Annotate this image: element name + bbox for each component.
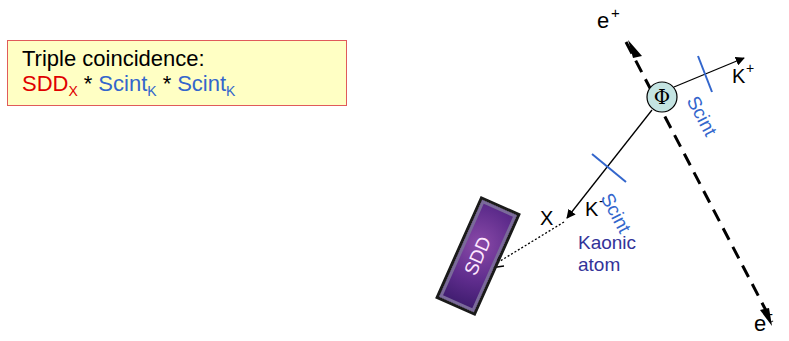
particle-label: K — [585, 199, 598, 219]
beam-arrowhead — [628, 40, 642, 58]
charge-superscript: - — [768, 306, 773, 321]
xray-label: X — [540, 208, 553, 228]
subscript: K — [147, 84, 156, 99]
particle-label: e — [597, 10, 609, 32]
formula-term: Scint — [177, 72, 226, 95]
formula-term: * — [84, 72, 93, 95]
beam-line — [626, 42, 772, 322]
charge-superscript: + — [746, 61, 754, 75]
formula-term: Scint — [98, 72, 147, 95]
sdd-detector: SDD — [435, 196, 521, 316]
circle-shape — [647, 82, 677, 112]
coincidence-formula: SDDX*ScintK*ScintK — [22, 72, 334, 99]
detector-label: SDD — [460, 233, 496, 279]
formula-term: SDD — [22, 72, 68, 95]
subscript: K — [226, 84, 235, 99]
formula-term: * — [163, 72, 172, 95]
scintillator-label: Scint — [598, 190, 635, 236]
kaonic-atom-label: Kaonic atom — [578, 232, 658, 276]
particle-label: e — [754, 313, 766, 335]
subscript: X — [68, 84, 77, 99]
phi-meson-circle: Φ — [646, 81, 678, 113]
box-heading: Triple coincidence: — [22, 47, 334, 70]
charge-superscript: + — [611, 5, 620, 20]
coincidence-box: Triple coincidence:SDDX*ScintK*ScintK — [7, 40, 347, 106]
phi-symbol: Φ — [654, 85, 670, 109]
scintillator-label: Scint — [684, 93, 721, 139]
scintillator — [698, 56, 712, 92]
particle-label: K — [732, 66, 745, 86]
scintillator — [592, 154, 626, 182]
